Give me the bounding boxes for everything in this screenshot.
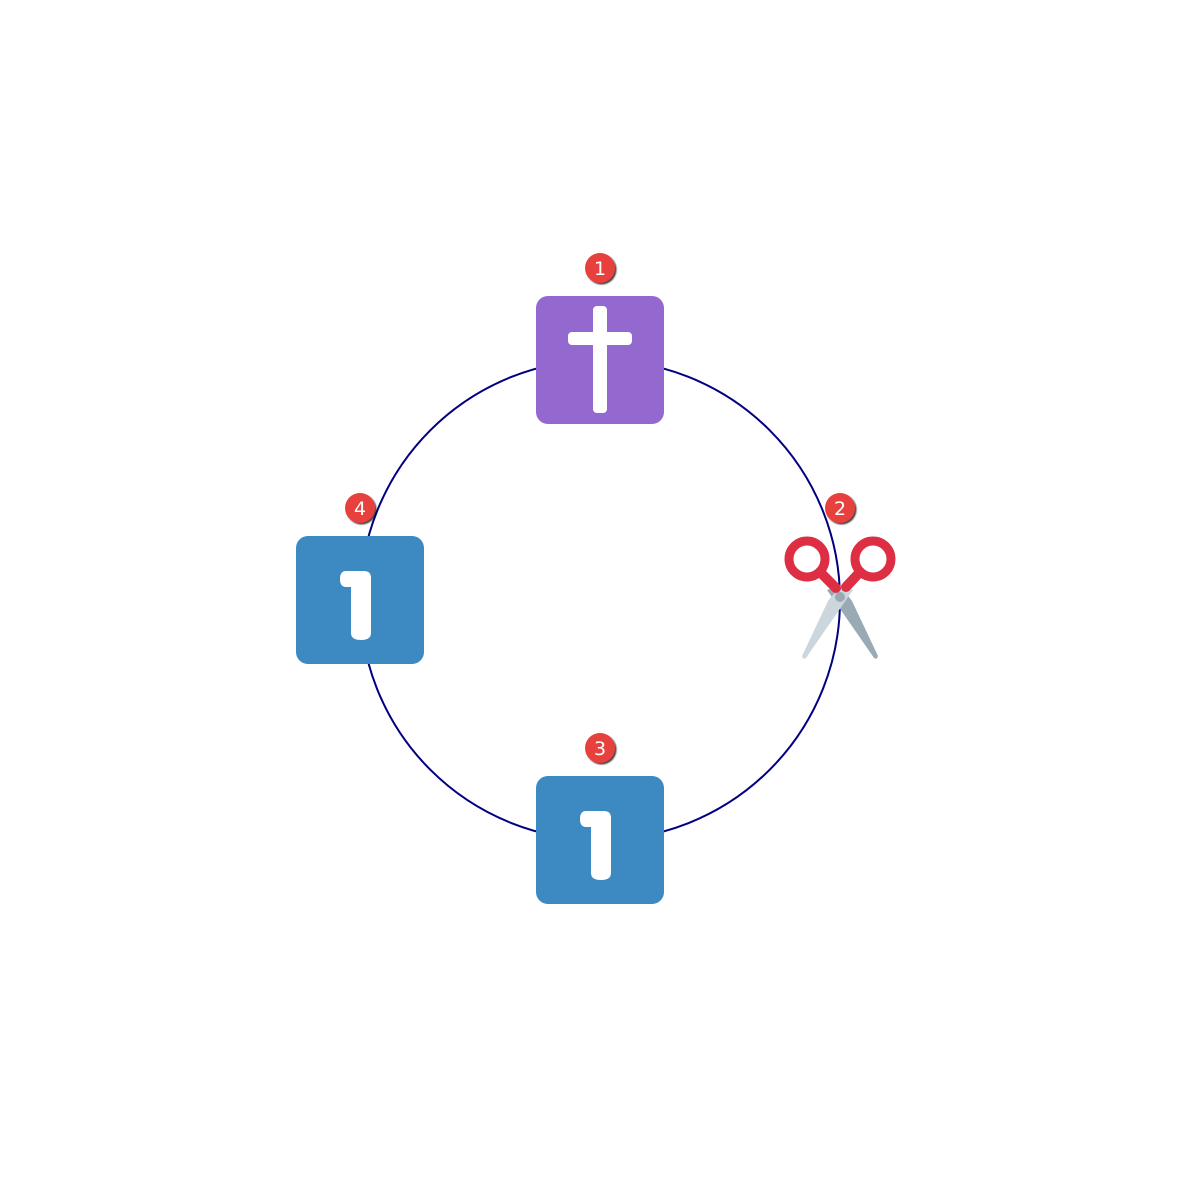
order-badge-2: 2 — [825, 493, 855, 523]
order-badge-label: 4 — [354, 498, 366, 520]
tile-4[interactable]: 4 — [296, 493, 424, 664]
keycap-one-icon — [536, 776, 664, 904]
tile-2[interactable]: 2 — [784, 493, 896, 659]
order-badge-label: 3 — [594, 738, 606, 760]
order-badge-1: 1 — [585, 253, 615, 283]
path-ring — [359, 359, 841, 841]
order-badge-label: 1 — [594, 258, 606, 280]
latin-cross-icon — [536, 296, 664, 424]
order-badge-4: 4 — [345, 493, 375, 523]
tile-3[interactable]: 3 — [536, 733, 664, 904]
keycap-one-icon — [296, 536, 424, 664]
tile-1[interactable]: 1 — [536, 253, 664, 424]
order-badge-3: 3 — [585, 733, 615, 763]
scissors-icon — [784, 536, 896, 659]
order-badge-label: 2 — [834, 498, 846, 520]
